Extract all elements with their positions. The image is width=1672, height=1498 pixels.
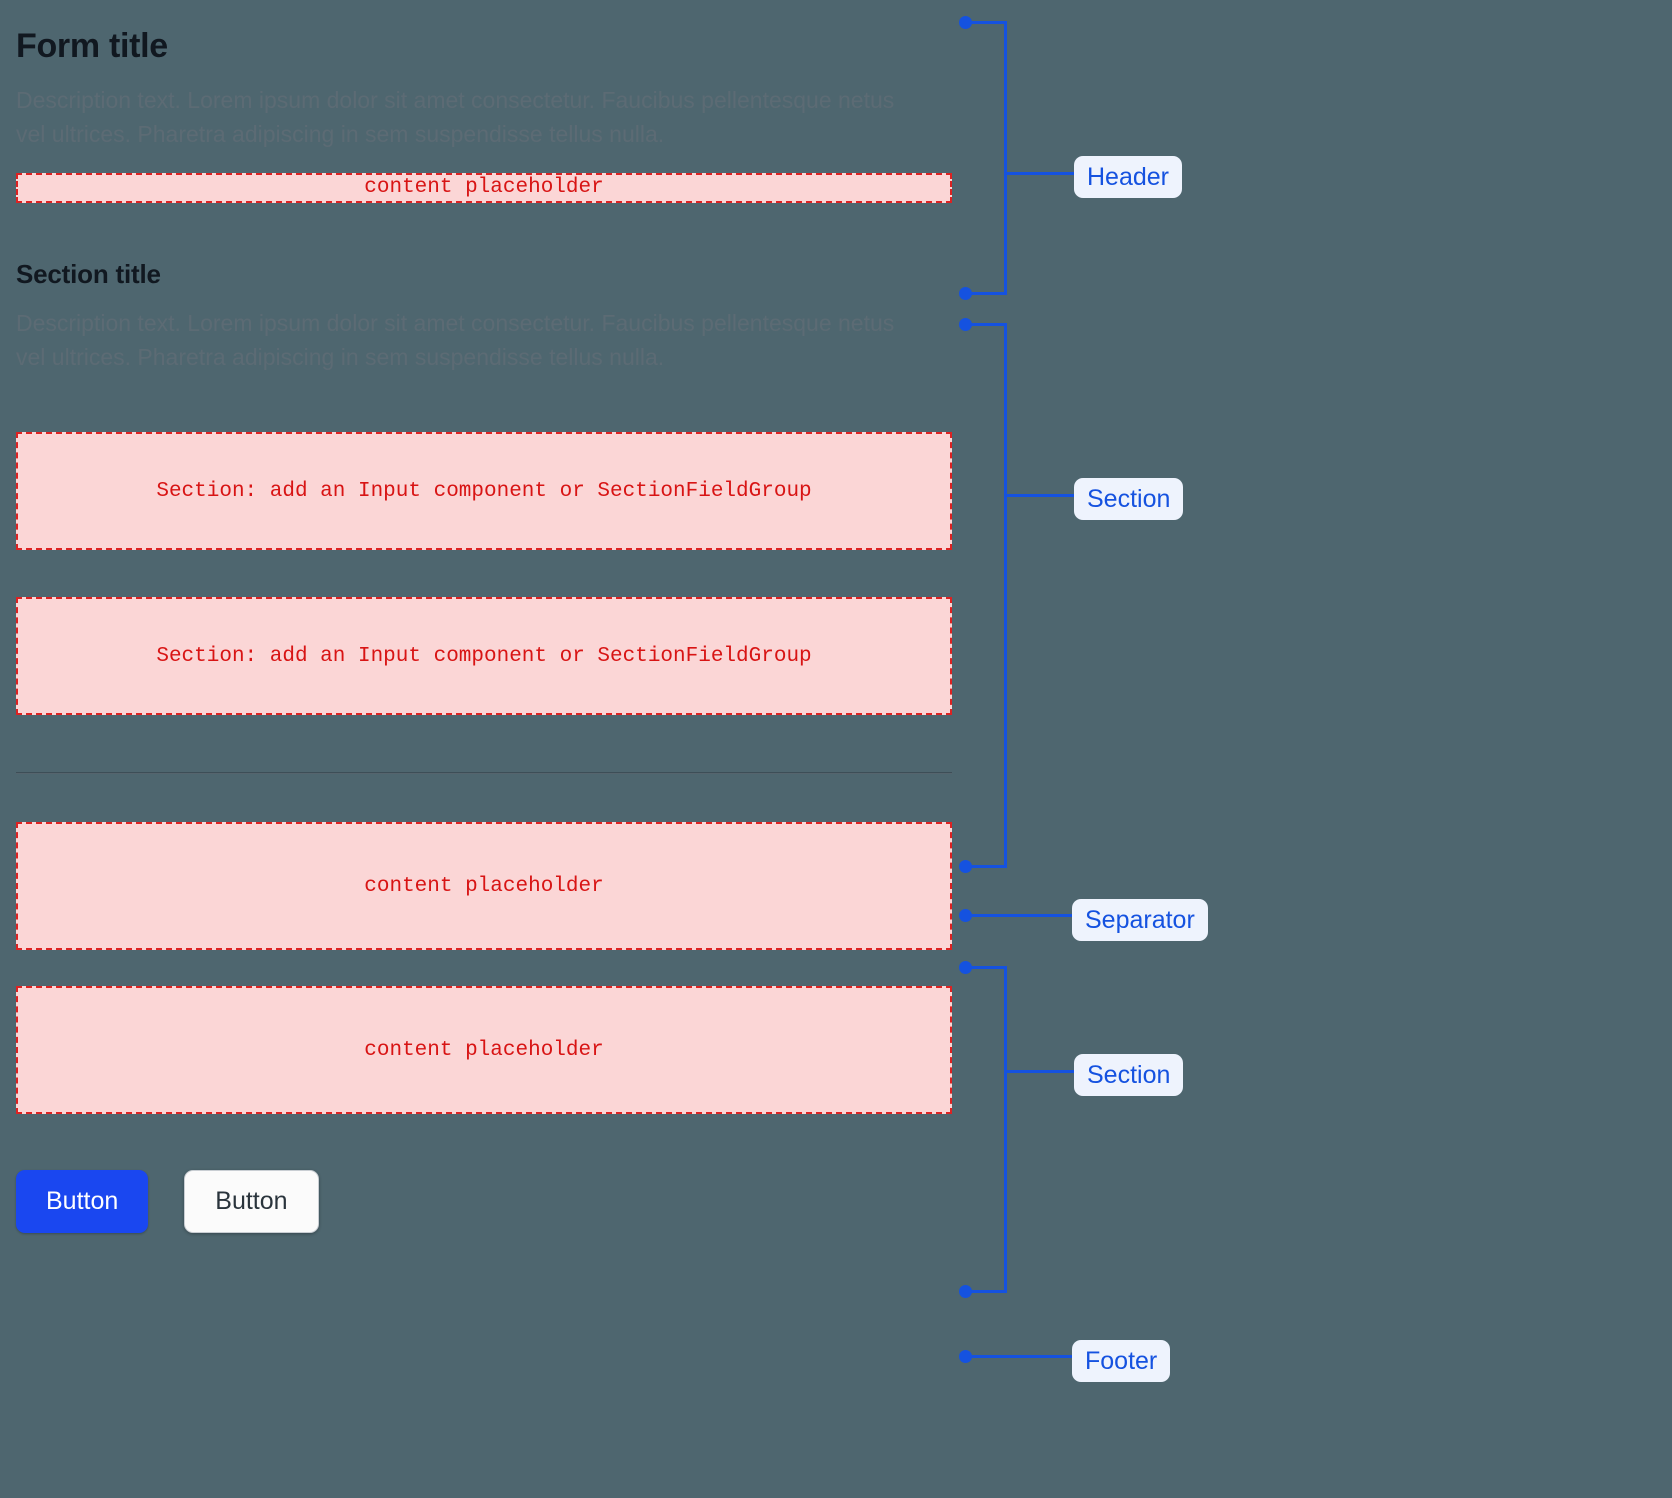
annotation-leader-section-one bbox=[1004, 494, 1074, 497]
annotation-dot-section-one-bottom bbox=[959, 860, 972, 873]
annotation-line-section-one-top bbox=[969, 323, 1007, 326]
section-one-field-placeholder-1: Section: add an Input component or Secti… bbox=[16, 432, 952, 551]
form-separator bbox=[16, 772, 952, 775]
annotation-line-section-one-bottom bbox=[969, 865, 1007, 868]
annotation-line-header-top bbox=[969, 21, 1007, 24]
form-title: Form title bbox=[16, 27, 168, 65]
annotation-line-section-two-top bbox=[969, 966, 1007, 969]
form-header: Form title Description text. Lorem ipsum… bbox=[16, 26, 952, 203]
annotation-dot-section-two-top bbox=[959, 961, 972, 974]
annotation-leader-section-two bbox=[1004, 1070, 1074, 1073]
annotation-bracket-section-two bbox=[1004, 966, 1007, 1292]
annotation-label-footer[interactable]: Footer bbox=[1072, 1340, 1171, 1382]
annotation-line-header-bottom bbox=[969, 292, 1007, 295]
form-section-two: content placeholder content placeholder bbox=[16, 822, 952, 1115]
section-one-title: Section title bbox=[16, 258, 161, 289]
annotation-dot-header-top bbox=[959, 16, 972, 29]
form-column: Form title Description text. Lorem ipsum… bbox=[16, 0, 952, 1234]
annotation-dot-section-two-bottom bbox=[959, 1285, 972, 1298]
annotation-label-section-one[interactable]: Section bbox=[1074, 478, 1184, 520]
header-content-placeholder: content placeholder bbox=[16, 172, 952, 203]
form-section-one: Section title Description text. Lorem ip… bbox=[16, 258, 952, 716]
annotation-label-separator[interactable]: Separator bbox=[1072, 899, 1208, 941]
annotation-leader-separator bbox=[969, 914, 1073, 917]
annotation-dot-section-one-top bbox=[959, 318, 972, 331]
form-description: Description text. Lorem ipsum dolor sit … bbox=[16, 86, 895, 147]
section-one-field-placeholder-2: Section: add an Input component or Secti… bbox=[16, 597, 952, 716]
annotation-bracket-section-one bbox=[1004, 323, 1007, 867]
primary-button[interactable]: Button bbox=[16, 1170, 149, 1234]
annotation-dot-header-bottom bbox=[959, 287, 972, 300]
annotation-line-section-two-bottom bbox=[969, 1290, 1007, 1293]
section-two-content-placeholder-1: content placeholder bbox=[16, 822, 952, 951]
section-two-content-placeholder-2: content placeholder bbox=[16, 986, 952, 1115]
annotation-leader-header bbox=[1004, 172, 1074, 175]
annotation-leader-footer bbox=[969, 1355, 1073, 1358]
annotation-label-section-two[interactable]: Section bbox=[1074, 1054, 1184, 1096]
secondary-button[interactable]: Button bbox=[184, 1170, 319, 1234]
annotation-dot-separator bbox=[959, 909, 972, 922]
annotation-bracket-header bbox=[1004, 21, 1007, 295]
form-footer: Button Button bbox=[16, 1170, 952, 1234]
section-one-description: Description text. Lorem ipsum dolor sit … bbox=[16, 310, 895, 371]
annotation-dot-footer bbox=[959, 1350, 972, 1363]
annotation-label-header[interactable]: Header bbox=[1074, 156, 1182, 198]
